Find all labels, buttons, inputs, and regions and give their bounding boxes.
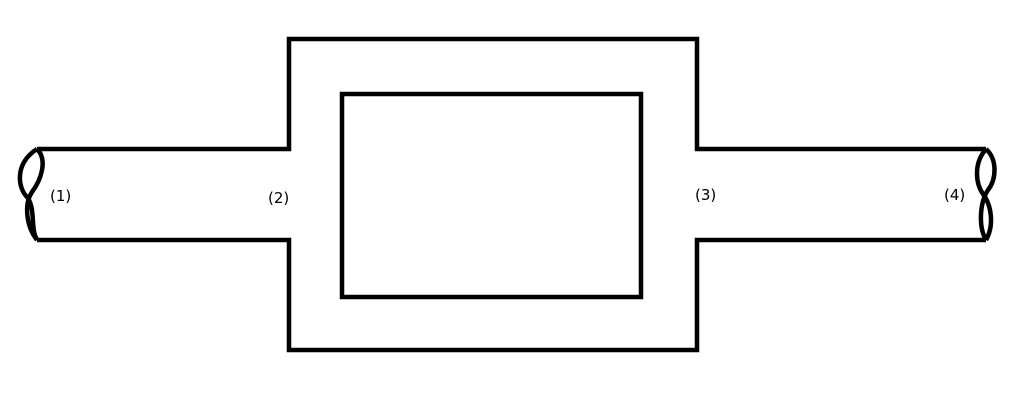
section-2-label: (2) [268,189,289,207]
section-4-label: (4) [944,186,965,204]
pipe-and-housing-outline [37,36,986,353]
left-pipe-break [17,147,45,242]
left-break-curve-b [24,147,45,242]
lower-outline [37,237,986,353]
inner-chamber [339,91,644,300]
right-break-curve-a [974,147,994,242]
right-break-curve-b [978,147,997,242]
right-pipe-break [974,147,997,242]
upper-outline [37,36,986,152]
section-1-label: (1) [50,187,71,205]
section-3-label: (3) [695,186,716,204]
